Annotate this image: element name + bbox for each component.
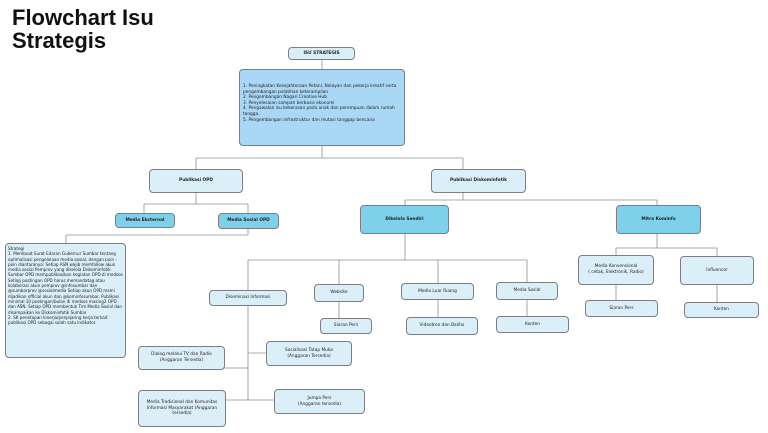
node-strategi: Strategi 1. Membuat Surat Edaran Gubernu… — [5, 243, 126, 358]
node-jumpa-pers: Jumpa Pers (Anggaran tersedia) — [274, 389, 365, 414]
node-siaran-pers-website: Siaran Pers — [320, 318, 372, 334]
node-dialog-tv-radio: Dialog melalui TV dan Radio (Anggaran Te… — [138, 346, 225, 370]
node-media-konvensional: Media Konvensional ( cetak, Elektronik, … — [578, 255, 654, 285]
node-konten-media-sosial: Konten — [496, 316, 569, 333]
node-publikasi-diskominfotik: Publikasi Diskominfotik — [431, 169, 526, 193]
node-influencer: Influencer — [680, 256, 754, 285]
node-media-tradisional: Media Tradisional dan Komunitas Informas… — [138, 390, 226, 427]
node-publikasi-opd: Publikasi OPD — [149, 169, 243, 193]
node-sosialisasi-tatap-muka: Sosialisasi Tatap Muka (Anggaran Tersedi… — [266, 341, 352, 366]
node-videotron: Videotron dan Baliho — [406, 317, 478, 335]
node-media-sosial: Media Sosial — [496, 282, 558, 300]
node-media-luar-ruang: Media Luar Ruang — [401, 283, 474, 300]
page-title: Flowchart Isu Strategis — [12, 5, 154, 53]
node-website: Website — [314, 284, 364, 302]
node-konten-influencer: Konten — [684, 302, 759, 318]
node-dikelola-sendiri: Dikelola Sendiri — [360, 205, 449, 234]
node-diseminasi-informasi: Diseminasi Informasi — [209, 290, 287, 306]
node-mitra-kominfo: Mitra Kominfo — [616, 205, 701, 234]
node-media-sosial-opd: Media Sosial OPD — [218, 213, 279, 229]
node-media-eksternal: Media Eksternal — [115, 213, 175, 228]
node-isu-list: 1. Peningkatan Kesejahteraan Petani, Nel… — [239, 69, 405, 146]
node-isu-strategis: ISU STRATEGIS — [288, 47, 355, 60]
node-siaran-pers-konvensional: Siaran Pers — [585, 300, 658, 317]
